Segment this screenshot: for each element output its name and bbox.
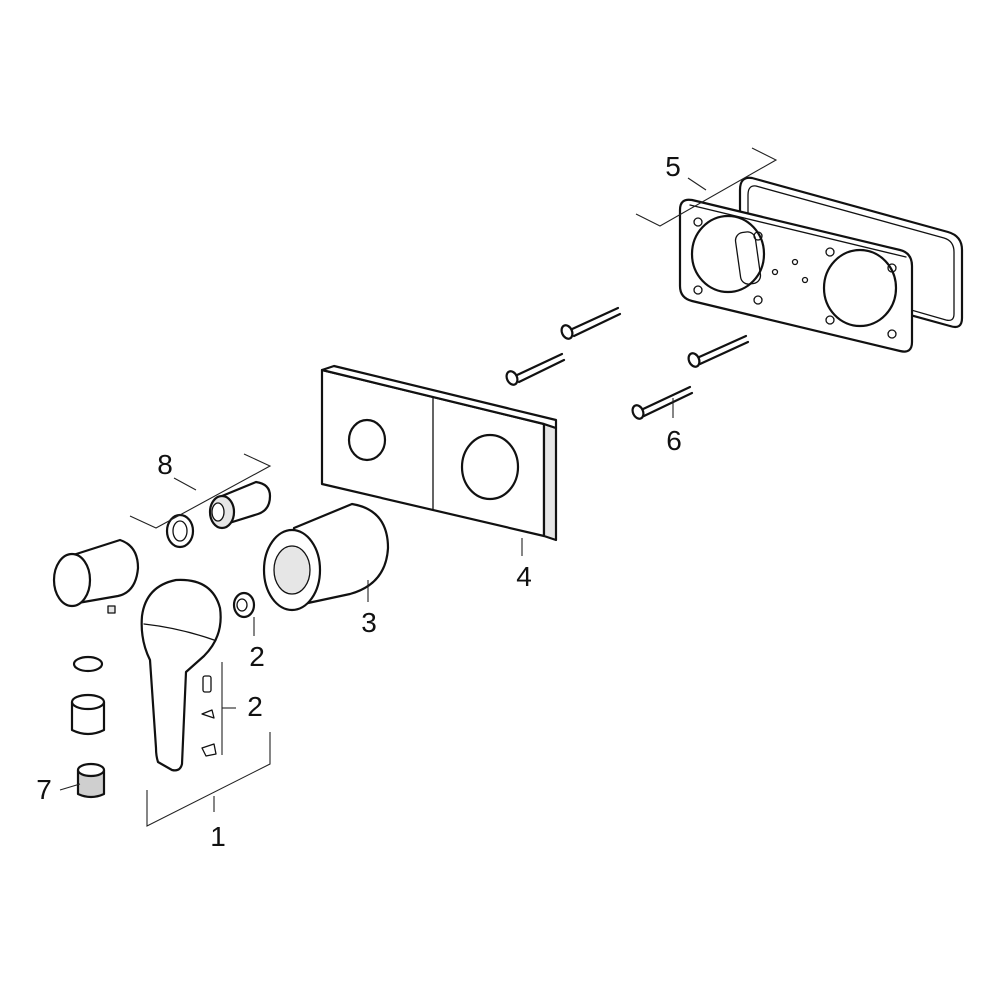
part-1-o-ring [72, 655, 104, 673]
part-8-cartridge [208, 480, 272, 530]
part-2-screw-set [201, 675, 217, 757]
part-1-insert [70, 693, 106, 736]
part-1-knob [52, 538, 140, 608]
part-3-sleeve [262, 502, 390, 612]
part-2-nut-upper [232, 591, 256, 619]
callout-6: 6 [666, 425, 682, 456]
screw-2 [505, 352, 566, 386]
part-1-lever-handle [140, 578, 222, 772]
plate-hole-large [460, 433, 520, 501]
frame-opening-left [690, 214, 766, 294]
screw-1 [560, 306, 622, 340]
callout-7: 7 [36, 774, 52, 805]
callout-1: 1 [210, 821, 226, 852]
part-8-o-ring [165, 513, 195, 549]
screw-3 [687, 334, 750, 368]
callout-4: 4 [516, 561, 532, 592]
part-1-small-pin [107, 605, 116, 614]
callout-5: 5 [665, 151, 681, 182]
part-7-insert [76, 762, 106, 799]
callout-3: 3 [361, 607, 377, 638]
screw-4 [631, 385, 694, 420]
frame-opening-right [822, 248, 898, 328]
part-5-mounting-frame [678, 198, 914, 353]
plate-hole-small [347, 418, 387, 462]
part-6-screws [505, 306, 750, 420]
callout-2-lower: 2 [247, 691, 263, 722]
callout-8: 8 [157, 449, 173, 480]
callout-2-upper: 2 [249, 641, 265, 672]
part-4-cover-plate [320, 364, 558, 542]
leader-lines [59, 147, 778, 827]
